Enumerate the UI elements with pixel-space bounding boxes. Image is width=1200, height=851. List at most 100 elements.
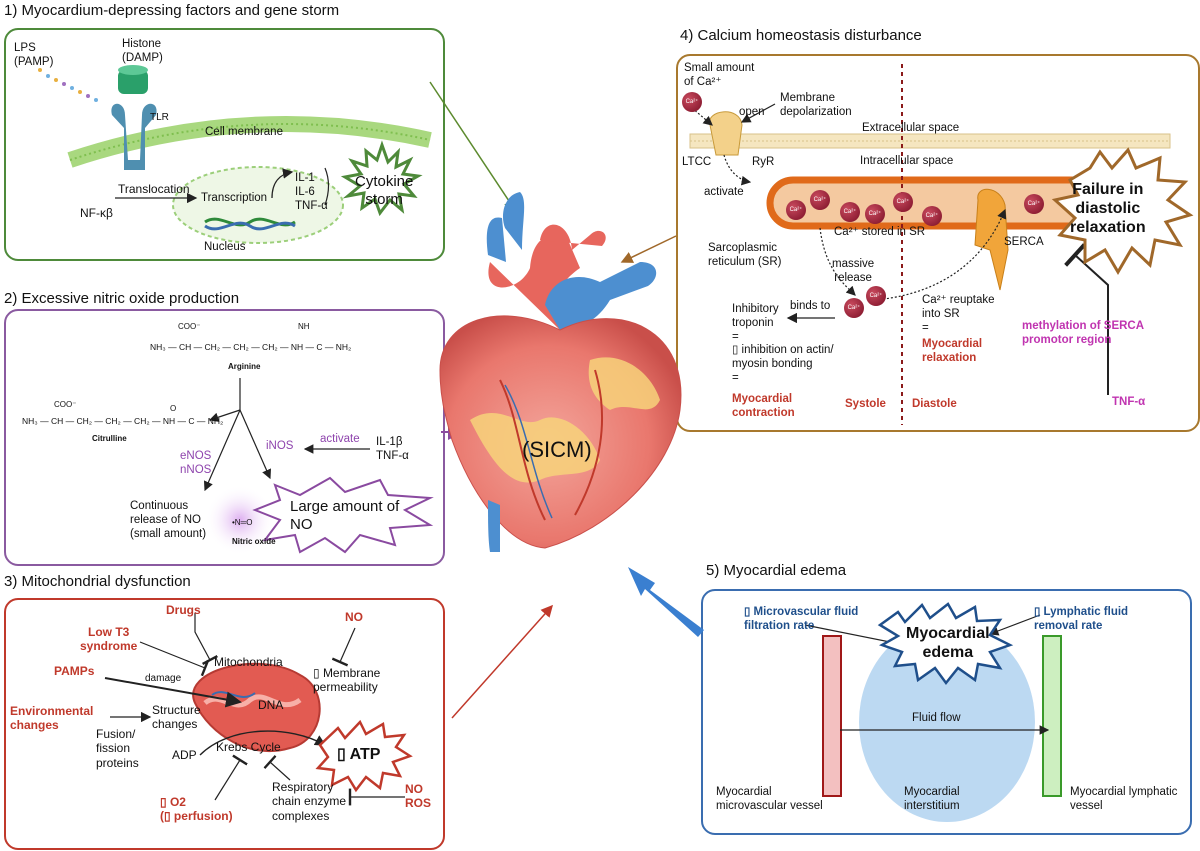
systole-label: Systole [845,398,886,410]
sicm-label: (SICM) [522,437,592,462]
diastole-label: Diastole [912,398,957,410]
lps-label: LPS (PAMP) [14,42,54,68]
panel1-title: 1) Myocardium-depressing factors and gen… [4,2,340,19]
open-label: open [739,106,765,118]
ryr-label: RyR [752,156,775,168]
heart-illustration [439,192,682,552]
calcium-ion: Ca²⁺ [866,286,886,306]
massive-release-label: massive release [832,258,875,284]
extracellular-label: Extracellular space [862,122,960,134]
inhibitory-troponin-label: Inhibitory troponin = ▯ inhibition on ac… [732,303,834,384]
drugs-label: Drugs [166,603,201,617]
panel5-title: 5) Myocardial edema [706,562,847,579]
calcium-ion: Ca²⁺ [786,200,806,220]
krebs-cycle-label: Krebs Cycle [216,740,281,754]
environmental-label: Environmental changes [10,704,94,733]
dna-label: DNA [258,698,284,712]
calcium-ion: Ca²⁺ [810,190,830,210]
inos-label: iNOS [266,440,294,452]
lymphatic-vessel-label: Myocardial lymphatic vessel [1070,786,1178,812]
tnfa-label-p2: TNF-α [376,450,409,462]
panel3-graphics [104,613,413,806]
serca-label: SERCA [1004,236,1044,248]
ca-stored-label: Ca²⁺ stored in SR [834,226,926,238]
ltcc-label: LTCC [682,156,712,168]
citrulline-formula: NH₃ — CH — CH₂ — CH₂ — CH₂ — NH — C — NH… [22,416,224,426]
sr-label: Sarcoplasmic reticulum (SR) [708,242,782,268]
cell-membrane-label: Cell membrane [205,126,283,138]
citrulline-o: O [170,404,177,413]
calcium-ion: Ca²⁺ [922,206,942,226]
structure-changes-label: Structure changes [152,703,201,732]
translocation-label: Translocation [118,182,190,196]
no-label-p3: NO [345,610,363,624]
nfkb-label: NF-κβ [80,206,113,220]
low-t3-label: Low T3 syndrome [80,625,138,654]
calcium-ion: Ca²⁺ [865,204,885,224]
calcium-ion: Ca²⁺ [844,298,864,318]
small-ca-label: Small amount of Ca²⁺ [684,62,755,88]
nitric-oxide-label: Nitric oxide [232,537,276,546]
nucleus-label: Nucleus [204,241,246,253]
transcription-label: Transcription [201,192,268,204]
calcium-ion: Ca²⁺ [1024,194,1044,214]
histone-label: Histone (DAMP) [122,38,163,64]
panel5-graphics [804,602,1062,822]
fusion-fission-label: Fusion/ fission proteins [96,727,139,770]
arginine-formula: NH₃ — CH — CH₂ — CH₂ — CH₂ — NH — C — NH… [150,342,352,352]
binds-to-label: binds to [790,300,831,312]
adp-label: ADP [172,748,197,762]
panel2-title: 2) Excessive nitric oxide production [4,290,240,307]
intracellular-label: Intracellular space [860,155,954,167]
failure-diastolic-label: Failure in diastolic relaxation [1070,181,1146,237]
pamps-label: PAMPs [54,664,95,678]
microvascular-vessel-label: Myocardial microvascular vessel [716,786,823,812]
lymphatic-rate-label: ▯ Lymphatic fluid removal rate [1034,606,1129,632]
o2-perfusion-label: ▯ O2 (▯ perfusion) [160,795,233,824]
interstitium-label: Myocardial interstitium [904,786,960,812]
no-ros-label: NO ROS [405,782,432,811]
enos-label: eNOS [180,450,212,462]
tnfa-label-p1: TNF-α [295,200,328,212]
damage-label: damage [145,673,182,684]
membrane-permeability-label: ▯ Membrane permeability [313,666,381,695]
arginine-nh: NH [298,322,310,331]
atp-label: ▯ ATP [337,746,381,763]
panel2-graphics [203,378,434,555]
arrow-panel5-to-heart [628,567,704,637]
no-formula: •N═O [232,518,253,527]
activate-label-p2: activate [320,433,360,445]
large-amount-no-label: Large amount of NO [290,498,400,533]
activate-label-p4: activate [704,186,744,198]
cytokine-storm-label: Cytokine storm [355,173,414,208]
arginine-coo: COO⁻ [178,322,201,331]
tnfa-label-p4: TNF-α [1112,396,1146,408]
panel3-title: 3) Mitochondrial dysfunction [4,573,191,590]
arrow-panel4-to-heart [620,235,677,263]
microvascular-rate-label: ▯ Microvascular fluid filtration rate [744,606,859,632]
myocardial-edema-label: Myocardial edema [906,625,990,662]
methylation-label: methylation of SERCA promotor region [1022,320,1145,346]
arrow-panel3-to-heart [451,604,553,719]
panel4-title: 4) Calcium homeostasis disturbance [680,27,922,44]
calcium-ion: Ca²⁺ [840,202,860,222]
panel1-graphics [38,65,432,244]
respiratory-chain-label: Respiratory chain enzyme complexes [272,780,347,823]
il6-label: IL-6 [295,186,315,198]
ca-reuptake-label: Ca²⁺ reuptake into SR = [922,294,995,334]
citrulline-label: Citrulline [92,434,127,443]
continuous-release-label: Continuous release of NO (small amount) [130,500,207,540]
tlr-label: TLR [150,112,169,123]
calcium-ion: Ca²⁺ [893,192,913,212]
il1-label: IL-1 [295,172,315,184]
membrane-depolarization-label: Membrane depolarization [780,92,852,118]
mitochondria-label: Mitochondria [214,655,283,669]
nnos-label: nNOS [180,464,212,476]
fluid-flow-label: Fluid flow [912,712,961,724]
citrulline-coo: COO⁻ [54,400,77,409]
calcium-ion: Ca²⁺ [682,92,702,112]
myocardial-relaxation-label: Myocardial relaxation [922,338,983,364]
arginine-label: Arginine [228,362,261,371]
il1b-label: IL-1β [376,436,403,448]
myocardial-contraction-label: Myocardial contraction [732,393,795,419]
